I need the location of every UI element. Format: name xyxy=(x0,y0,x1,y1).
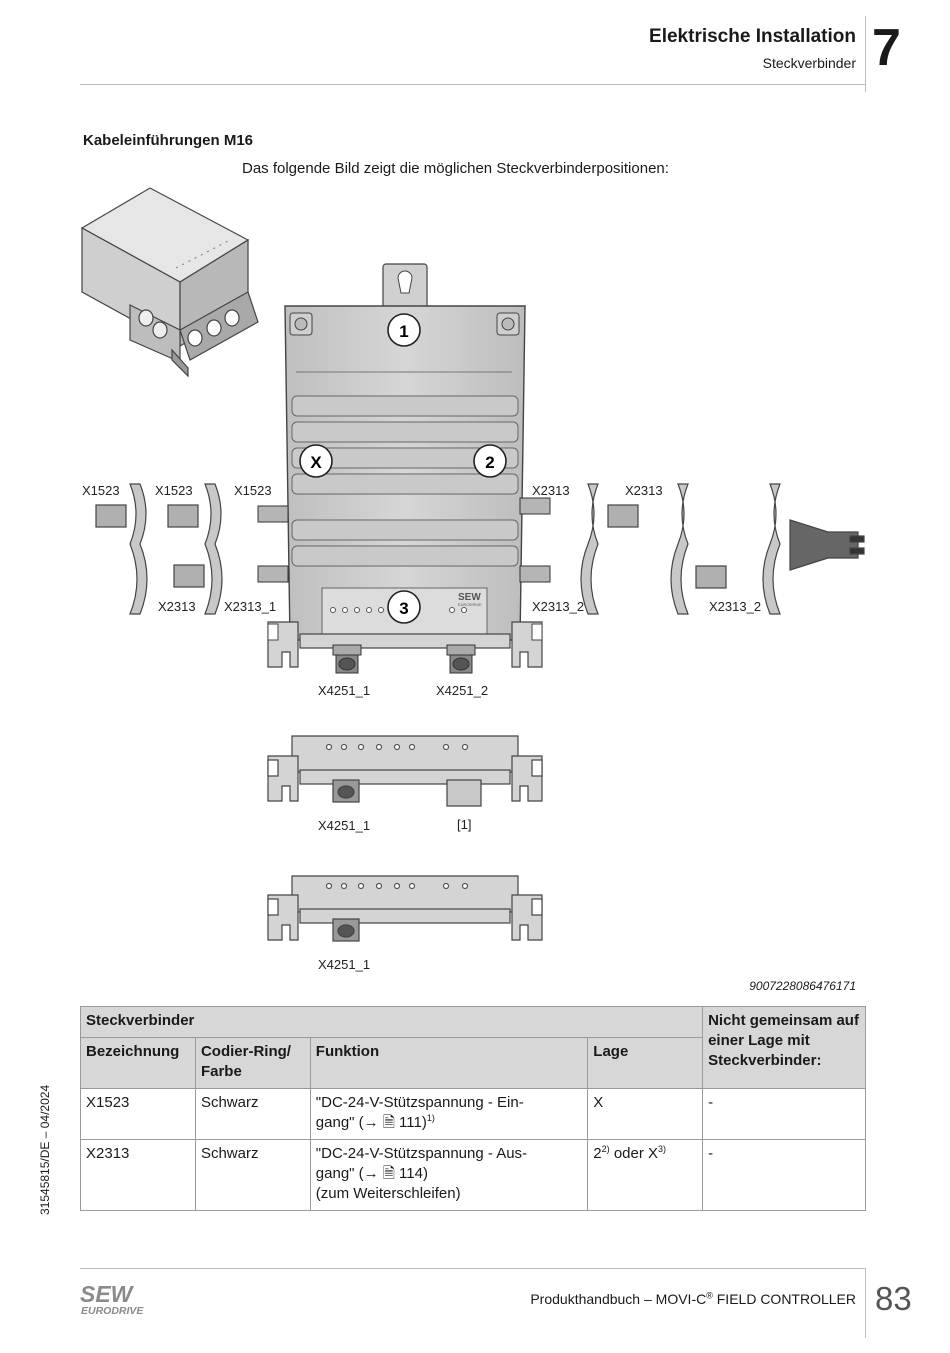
cell-bezeichnung: X2313 xyxy=(80,1139,196,1211)
funktion-line-3: (zum Weiterschleifen) xyxy=(315,1185,461,1202)
table-col-bezeichnung: Bezeichnung xyxy=(80,1037,196,1089)
image-id: 9007228086476171 xyxy=(749,979,856,993)
table-col-lage: Lage xyxy=(587,1037,704,1089)
label-x1523-a: X1523 xyxy=(82,483,120,498)
label-x2313-2-b: X2313_2 xyxy=(709,599,761,614)
footer-vertical-divider xyxy=(865,1268,866,1338)
footer-divider xyxy=(80,1268,866,1269)
table-row: X2313 Schwarz "DC-24-V-Stützspannung - A… xyxy=(80,1139,866,1211)
connector-table: Steckverbinder Nicht gemeinsam auf einer… xyxy=(79,1006,866,1211)
footnote-ref: 3) xyxy=(658,1144,667,1154)
logo-text: SEW xyxy=(80,1282,135,1307)
cell-exclusive: - xyxy=(702,1088,866,1140)
footer-title: Produkthandbuch – MOVI-C® FIELD CONTROLL… xyxy=(530,1291,856,1307)
table-col-funktion: Funktion xyxy=(309,1037,589,1089)
cell-funktion: "DC-24-V-Stützspannung - Ein- gang" (→ 🗎… xyxy=(309,1088,589,1140)
lage-value-b: oder X xyxy=(609,1145,659,1162)
chapter-subtitle: Steckverbinder xyxy=(762,55,856,71)
label-x4251-1-c: X4251_1 xyxy=(318,957,370,972)
cell-farbe: Schwarz xyxy=(194,1139,311,1211)
funktion-line-1: "DC-24-V-Stützspannung - Aus- xyxy=(315,1145,528,1162)
label-x2313-2-a: X2313_2 xyxy=(532,599,584,614)
sew-logo: SEW EURODRIVE xyxy=(80,1282,144,1317)
label-x2313-a: X2313 xyxy=(158,599,196,614)
label-x2313-c: X2313 xyxy=(625,483,663,498)
connector-x4251-2 xyxy=(446,644,476,674)
label-x2313-1: X2313_1 xyxy=(224,599,276,614)
footer-title-a: Produkthandbuch – MOVI-C xyxy=(530,1291,707,1307)
page-number: 83 xyxy=(875,1280,912,1317)
cell-lage: 22) oder X3) xyxy=(587,1139,704,1211)
label-x2313-b: X2313 xyxy=(532,483,570,498)
section-title: Kabeleinführungen M16 xyxy=(83,132,254,149)
brand-mark-sub: EURODRIVE xyxy=(458,602,482,607)
label-x4251-1-b: X4251_1 xyxy=(318,818,370,833)
funktion-line-2: gang" (→ 🗎 114) xyxy=(315,1165,428,1182)
funktion-line-1: "DC-24-V-Stützspannung - Ein- xyxy=(315,1094,524,1111)
label-x4251-2: X4251_2 xyxy=(436,683,488,698)
right-side-variants xyxy=(580,483,865,615)
table-exclusive-header: Nicht gemeinsam auf einer Lage mit Steck… xyxy=(702,1006,866,1089)
footnote-ref: 1) xyxy=(426,1113,435,1123)
device-front-view: SEW EURODRIVE xyxy=(257,263,551,674)
header-divider xyxy=(80,84,866,85)
position-2-label: 2 xyxy=(485,453,494,472)
funktion-line-2: gang" (→ 🗎 111) xyxy=(315,1114,427,1131)
left-side-variants xyxy=(95,483,223,615)
cell-lage: X xyxy=(587,1088,704,1140)
lage-value-a: 2 xyxy=(593,1145,602,1162)
intro-text: Das folgende Bild zeigt die möglichen St… xyxy=(242,160,669,177)
connector-x4251-1 xyxy=(332,644,362,674)
table-group-header: Steckverbinder xyxy=(79,1006,704,1038)
label-x4251-1-a: X4251_1 xyxy=(318,683,370,698)
bottom-variant-1 xyxy=(267,735,543,807)
bottom-variant-2 xyxy=(267,875,543,942)
connector-positions-figure: SEW EURODRIVE xyxy=(80,187,865,972)
label-ref-1: [1] xyxy=(457,817,471,832)
brand-mark: SEW xyxy=(458,592,481,603)
position-3-label: 3 xyxy=(399,599,408,618)
footnote-ref: 2) xyxy=(601,1144,610,1154)
table-col-codier: Codier-Ring/ Farbe xyxy=(194,1037,311,1089)
cell-funktion: "DC-24-V-Stützspannung - Aus- gang" (→ 🗎… xyxy=(309,1139,589,1211)
device-thumbnail xyxy=(80,187,259,378)
registered-mark: ® xyxy=(706,1290,713,1301)
cell-exclusive: - xyxy=(702,1139,866,1211)
label-x1523-b: X1523 xyxy=(155,483,193,498)
chapter-title: Elektrische Installation xyxy=(649,26,856,47)
logo-subtext: EURODRIVE xyxy=(81,1305,144,1317)
chapter-number: 7 xyxy=(872,19,901,77)
position-1-label: 1 xyxy=(399,322,408,341)
cell-bezeichnung: X1523 xyxy=(80,1088,196,1140)
document-code: 31545815/DE – 04/2024 xyxy=(38,1084,52,1215)
footer-title-b: FIELD CONTROLLER xyxy=(712,1291,856,1307)
position-x-label: X xyxy=(310,453,322,472)
table-row: X1523 Schwarz "DC-24-V-Stützspannung - E… xyxy=(80,1088,866,1140)
cell-farbe: Schwarz xyxy=(194,1088,311,1140)
label-x1523-c: X1523 xyxy=(234,483,272,498)
header-vertical-divider xyxy=(865,16,866,92)
position-markers xyxy=(299,313,507,624)
